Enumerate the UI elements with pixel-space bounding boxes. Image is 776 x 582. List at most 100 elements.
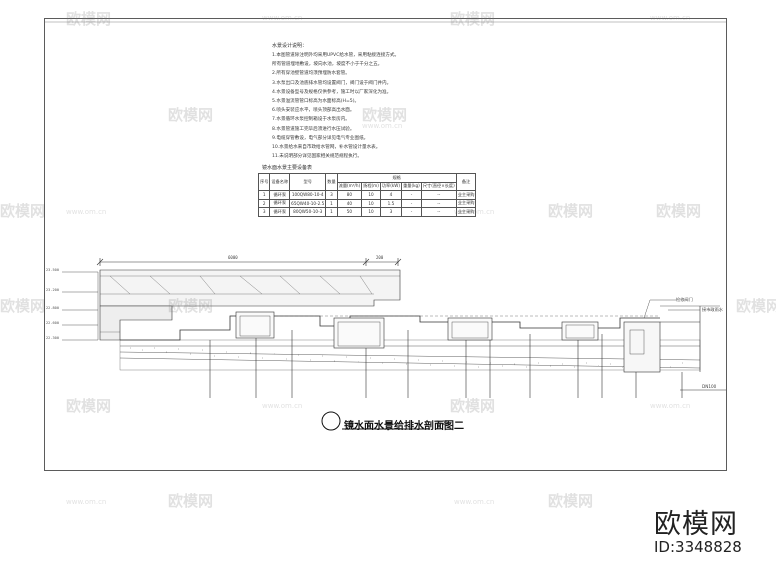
table-cell-size: -- — [420, 198, 457, 208]
dimension-small: 200 — [376, 255, 384, 260]
note-line: 11.未说明部分详见国家相关规范规程执行。 — [272, 154, 362, 160]
watermark: 欧模网 — [656, 202, 702, 220]
callout-drain: 接市政雨水 — [702, 307, 723, 312]
table-cell-flow: 80 — [336, 190, 363, 200]
watermark: 欧模网 — [66, 10, 112, 28]
col-header-remark: 备注 — [455, 173, 477, 191]
col-header-weight: 重量(kg) — [401, 181, 422, 191]
equipment-table: 序号 设备名称 型号 数量 规格 备注 流量(m³/h) 扬程(m) 功率(kW… — [257, 173, 477, 217]
note-line: 2.所有穿池壁管道均须预埋防水套管。 — [272, 71, 350, 77]
watermark-url: www.om.cn — [262, 402, 303, 410]
dimension-main: 6000 — [228, 255, 238, 260]
watermark: 欧模网 — [0, 202, 46, 220]
drawing-title: 镜水面水景给排水剖面图二 — [344, 421, 464, 432]
table-cell-remark: 业主采购 — [455, 198, 477, 208]
note-line: 所有管道埋地敷设，坡向水池，坡度不小于千分之五。 — [272, 62, 383, 68]
watermark: 欧模网 — [66, 397, 112, 415]
col-header-no: 序号 — [257, 173, 271, 191]
table-cell-power: 3 — [379, 207, 403, 217]
brand-logo-text: 欧模网 — [654, 509, 738, 540]
table-cell-qty: 1 — [325, 198, 338, 208]
watermark: 欧模网 — [548, 492, 594, 510]
col-header-qty: 数量 — [325, 173, 338, 191]
watermark: 欧模网 — [362, 106, 408, 124]
drawing-number-circle — [321, 411, 341, 431]
table-cell-power: 1.5 — [379, 198, 403, 208]
watermark: 欧模网 — [450, 10, 496, 28]
watermark: 欧模网 — [450, 397, 496, 415]
table-cell-name: 循环泵 — [269, 198, 291, 208]
table-cell-flow: 40 — [336, 198, 363, 208]
section-drawing — [62, 258, 726, 398]
watermark: 欧模网 — [168, 297, 214, 315]
col-header-size: 尺寸(直径×长度) — [420, 181, 457, 191]
watermark: 欧模网 — [548, 202, 594, 220]
brand-id: ID:3348828 — [654, 538, 742, 556]
table-cell-head: 10 — [361, 190, 381, 200]
watermark: 欧模网 — [168, 492, 214, 510]
note-line: 5.水景溢流管管口标高为水面标高(H=5)。 — [272, 99, 360, 104]
table-cell-power: 4 — [379, 190, 403, 200]
watermark-url: www.om.cn — [262, 14, 303, 22]
table-title: 镜水面水景主要设备表 — [262, 165, 313, 171]
col-header-params: 规格 — [336, 173, 457, 183]
table-cell-model: 80QW50-10-3 — [289, 207, 327, 217]
note-line: 9.电缆穿管敷设，电气部分详见电气专业图纸。 — [272, 135, 369, 141]
table-cell-flow: 50 — [336, 207, 363, 217]
watermark-url: www.om.cn — [66, 208, 107, 216]
elevation-label: 22.800 — [46, 306, 59, 310]
watermark-url: www.om.cn — [362, 122, 403, 130]
note-line: 4.水景设备型号及规格仅供参考，施工时以厂家深化为准。 — [272, 89, 392, 95]
table-cell-model: 65QW40-10-2.5 — [289, 198, 327, 208]
note-line: 7.水景循环水泵控制箱设于水泵房内。 — [272, 117, 350, 123]
watermark-url: www.om.cn — [454, 208, 495, 216]
table-cell-head: 10 — [361, 198, 381, 208]
table-cell-size: -- — [420, 207, 457, 217]
elevation-label: 23.500 — [46, 268, 59, 272]
table-cell-weight: - — [401, 190, 422, 200]
table-cell-head: 10 — [361, 207, 381, 217]
elevation-label: 23.200 — [46, 288, 59, 292]
watermark: 欧模网 — [736, 297, 776, 315]
col-header-model: 型号 — [289, 173, 327, 191]
table-cell-weight: - — [401, 198, 422, 208]
callout-pipe: DN100 — [702, 384, 717, 389]
note-line: 10.水景给水来自市政给水管网，补水管设计量水表。 — [272, 145, 381, 150]
col-header-flow: 流量(m³/h) — [336, 181, 363, 191]
col-header-name: 设备名称 — [269, 173, 291, 191]
watermark: 欧模网 — [0, 297, 46, 315]
notes-title: 水景设计说明： — [272, 43, 308, 49]
watermark-url: www.om.cn — [66, 498, 107, 506]
watermark-url: www.om.cn — [650, 14, 691, 22]
table-cell-no: 1 — [257, 190, 271, 200]
table-cell-name: 循环泵 — [269, 207, 291, 217]
elevation-label: 22.600 — [46, 321, 59, 325]
table-cell-qty: 3 — [325, 190, 338, 200]
table-cell-qty: 1 — [325, 207, 338, 217]
table-cell-no: 3 — [257, 207, 271, 217]
note-line: 8.水景管道施工完毕后须进行水压试验。 — [272, 126, 355, 132]
table-cell-size: -- — [420, 190, 457, 200]
table-cell-model: 100QW80-10-4 — [289, 190, 327, 200]
note-line: 3.水泵出口及池底排水管均设置阀门，阀门设于阀门井内。 — [272, 80, 392, 86]
table-cell-remark: 业主采购 — [455, 207, 477, 217]
watermark: 欧模网 — [168, 106, 214, 124]
callout-valve: 检修阀门 — [676, 297, 693, 302]
table-cell-name: 循环泵 — [269, 190, 291, 200]
watermark-url: www.om.cn — [454, 498, 495, 506]
drawing-frame — [44, 18, 727, 471]
col-header-head: 扬程(m) — [361, 181, 381, 191]
elevation-label: 22.300 — [46, 336, 59, 340]
table-cell-remark: 业主采购 — [455, 190, 477, 200]
note-line: 6.喷头安装应水平，喷头顶部高出水面。 — [272, 108, 355, 114]
note-line: 1.本图管道除注明外均采用UPVC给水管，采用粘接连接方式。 — [272, 53, 400, 58]
col-header-power: 功率(kW) — [379, 181, 403, 191]
table-cell-weight: - — [401, 207, 422, 217]
drawing-scale: 1:20 — [436, 420, 450, 427]
table-cell-no: 2 — [257, 198, 271, 208]
